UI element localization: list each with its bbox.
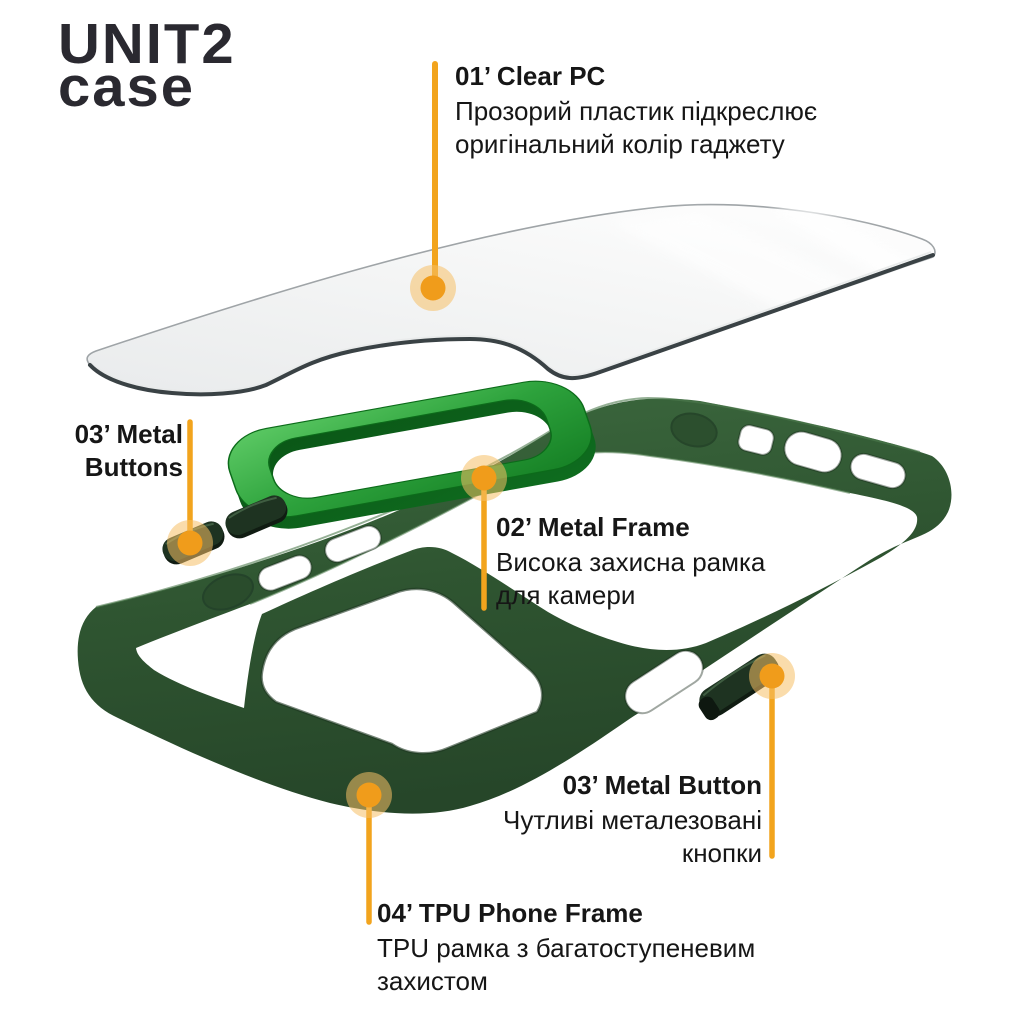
annotation-tpu-frame-body: TPU рамка з багатоступеневим захистом bbox=[377, 933, 756, 996]
annotation-markers bbox=[167, 61, 795, 925]
annotation-tpu-frame-title: 04’ TPU Phone Frame bbox=[377, 898, 643, 928]
brand-logo-line2: case bbox=[58, 55, 196, 119]
camera-recess-circle bbox=[670, 412, 718, 448]
metal-button-left-upper bbox=[225, 495, 288, 539]
camera-cutout-pill-large bbox=[783, 430, 843, 474]
button-cutout-lower bbox=[257, 554, 313, 592]
brand-logo: UNIT2 case bbox=[58, 12, 236, 119]
annotation-clear-pc-title: 01’ Clear PC bbox=[455, 61, 606, 91]
camera-cutout-square bbox=[737, 424, 775, 456]
annotation-metal-button-right-body: Чутливі металезовані кнопки bbox=[503, 805, 762, 868]
clear-pc-plate bbox=[86, 203, 992, 397]
annotation-clear-pc-body: Прозорий пластик підкреслює оригінальний… bbox=[455, 96, 818, 159]
annotation-metal-buttons-left: 03’ Metal Buttons bbox=[20, 418, 183, 486]
annotation-metal-buttons-left-title: 03’ Metal Buttons bbox=[74, 419, 183, 482]
tpu-case-body bbox=[77, 396, 952, 814]
marker-dot-tpu-frame bbox=[356, 782, 382, 808]
annotation-tpu-frame: 04’ TPU Phone Frame TPU рамка з багатост… bbox=[377, 897, 837, 998]
power-button-cutout bbox=[624, 649, 704, 715]
plate-edge-dark bbox=[88, 253, 935, 397]
plate-edge-light bbox=[89, 251, 932, 393]
marker-dot-clear-pc bbox=[420, 275, 446, 301]
button-cutout-upper bbox=[324, 524, 382, 564]
annotation-metal-button-right-title: 03’ Metal Button bbox=[562, 770, 762, 800]
camera-cutout-pill-small bbox=[849, 452, 907, 490]
annotation-clear-pc: 01’ Clear PC Прозорий пластик підкреслює… bbox=[455, 60, 855, 161]
marker-dot-metal-buttons bbox=[177, 530, 203, 556]
marker-dot-metal-frame bbox=[471, 465, 497, 491]
plate-sheen bbox=[610, 212, 950, 355]
camera-hole-rim bbox=[260, 587, 544, 755]
mute-switch-recess bbox=[202, 573, 254, 611]
annotation-metal-frame: 02’ Metal Frame Висока захисна рамка для… bbox=[496, 511, 866, 612]
brand-logo-line1: UNIT2 bbox=[58, 12, 236, 76]
marker-dot-metal-button-right bbox=[759, 663, 785, 689]
annotation-metal-frame-title: 02’ Metal Frame bbox=[496, 512, 690, 542]
plate-sheen-2 bbox=[770, 205, 992, 322]
annotation-metal-button-right: 03’ Metal Button Чутливі металезовані кн… bbox=[420, 769, 762, 870]
annotation-metal-frame-body: Висока захисна рамка для камери bbox=[496, 547, 766, 610]
